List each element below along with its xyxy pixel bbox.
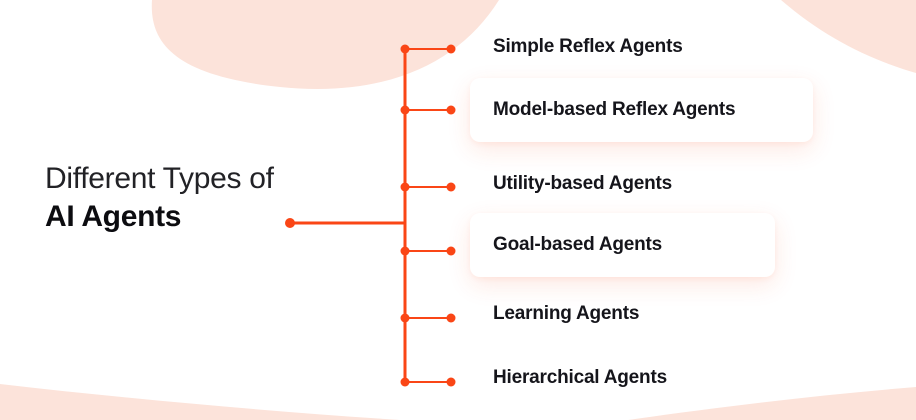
agent-type-model-based-reflex: Model-based Reflex Agents bbox=[470, 78, 813, 142]
branch-connector-6 bbox=[400, 377, 456, 387]
branch-connector-5 bbox=[400, 313, 456, 323]
agent-type-goal-based: Goal-based Agents bbox=[470, 213, 775, 277]
agent-type-learning: Learning Agents bbox=[493, 303, 639, 325]
title-line-1: Different Types of bbox=[45, 162, 274, 195]
agent-type-utility-based: Utility-based Agents bbox=[493, 173, 672, 195]
agent-type-label: Utility-based Agents bbox=[493, 173, 672, 194]
agent-type-label: Learning Agents bbox=[493, 303, 640, 324]
page-title: Different Types of AI Agents bbox=[45, 160, 274, 236]
agent-type-simple-reflex: Simple Reflex Agents bbox=[493, 36, 683, 58]
title-line-2: AI Agents bbox=[45, 200, 182, 233]
title-connector bbox=[285, 218, 406, 228]
branch-connector-2 bbox=[400, 105, 456, 115]
blob-bottom-left bbox=[0, 384, 400, 420]
blob-bottom-right bbox=[628, 387, 916, 420]
agent-type-label: Simple Reflex Agents bbox=[493, 36, 683, 57]
blob-top-right bbox=[781, 0, 916, 73]
agent-type-label: Goal-based Agents bbox=[493, 234, 663, 255]
blob-top-left bbox=[151, 0, 499, 89]
branch-connector-3 bbox=[400, 182, 456, 192]
branch-connector-4 bbox=[400, 246, 456, 256]
agent-type-label: Model-based Reflex Agents bbox=[493, 99, 736, 120]
branch-connector-1 bbox=[400, 44, 456, 54]
agent-type-label: Hierarchical Agents bbox=[493, 367, 667, 388]
agent-type-hierarchical: Hierarchical Agents bbox=[493, 367, 667, 389]
